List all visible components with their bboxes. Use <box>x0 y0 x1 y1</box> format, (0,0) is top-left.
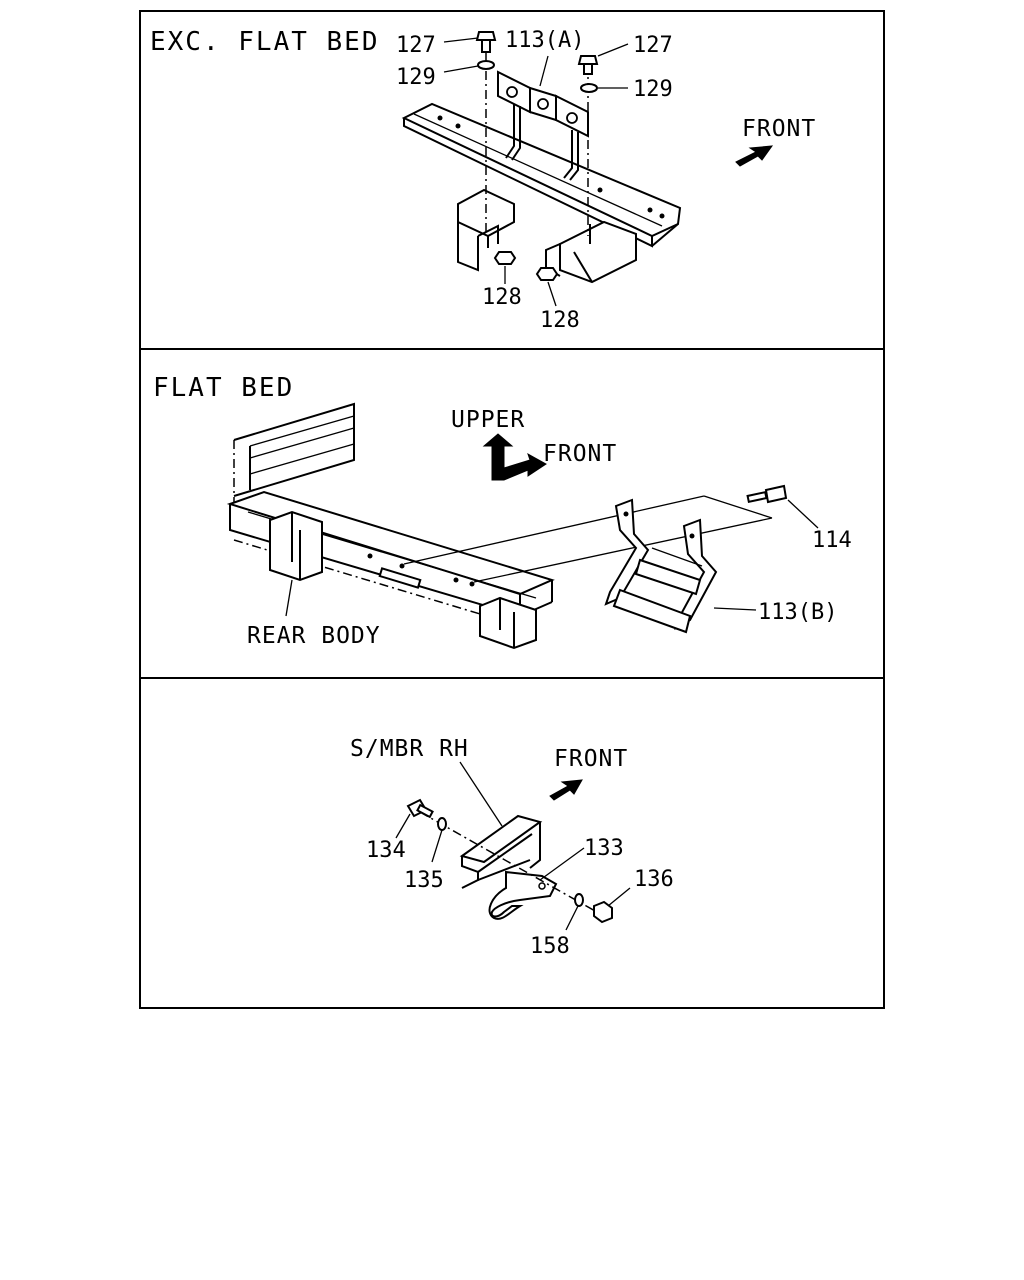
panel-exc-flat-bed: EXC. FLAT BED <box>150 27 816 333</box>
upper-front-arrow-icon <box>482 433 547 481</box>
bolt-axis <box>419 811 605 917</box>
panel-title: FLAT BED <box>153 373 294 403</box>
callout-136: 136 <box>634 867 674 892</box>
cross-member <box>401 102 682 248</box>
bolt-127-right <box>577 55 599 75</box>
nut-128-right <box>535 267 559 281</box>
front-label: FRONT <box>554 746 628 772</box>
washer-135 <box>437 817 447 831</box>
side-member <box>459 814 543 889</box>
step-113b <box>604 498 718 634</box>
rear-body <box>233 402 355 502</box>
front-arrow-icon <box>549 779 583 801</box>
ref-line-1 <box>403 495 705 565</box>
bolt-134 <box>406 798 434 819</box>
washer-129-left <box>477 60 495 70</box>
upper-label: UPPER <box>451 407 525 433</box>
bracket-113a <box>497 70 589 181</box>
callout-129-right: 129 <box>633 77 673 102</box>
callout-128-right: 128 <box>540 308 580 333</box>
panel-smbr-rh: S/MBR RH <box>350 736 674 959</box>
frame-post-right <box>479 596 537 650</box>
ref-line-2 <box>473 517 773 583</box>
callout-129-left: 129 <box>396 65 436 90</box>
callout-114: 114 <box>812 528 852 553</box>
front-label: FRONT <box>543 441 617 467</box>
callout-134: 134 <box>366 838 406 863</box>
callout-113a: 113(A) <box>505 28 584 53</box>
callout-135: 135 <box>404 868 444 893</box>
frame-post-left <box>269 510 323 582</box>
washer-129-right <box>580 83 598 93</box>
bolt-127-left <box>475 31 497 53</box>
callout-113b: 113(B) <box>758 600 837 625</box>
rear-body-label: REAR BODY <box>247 623 381 649</box>
callout-127-left: 127 <box>396 33 436 58</box>
front-label: FRONT <box>742 116 816 142</box>
tow-hook-133 <box>488 870 558 920</box>
callout-133: 133 <box>584 836 624 861</box>
callout-128-left: 128 <box>482 285 522 310</box>
frame-rail-right <box>545 220 637 284</box>
panel-flat-bed: FLAT BED <box>153 373 852 650</box>
panel-title: S/MBR RH <box>350 736 469 762</box>
nut-128-left <box>493 251 517 265</box>
front-arrow-icon <box>735 145 774 167</box>
diagram-frame <box>139 10 885 1009</box>
callout-158: 158 <box>530 934 570 959</box>
panel-title: EXC. FLAT BED <box>150 27 380 57</box>
washer-158 <box>574 893 584 907</box>
nut-136 <box>593 900 613 924</box>
bolt-114 <box>746 484 788 504</box>
callout-127-right: 127 <box>633 33 673 58</box>
